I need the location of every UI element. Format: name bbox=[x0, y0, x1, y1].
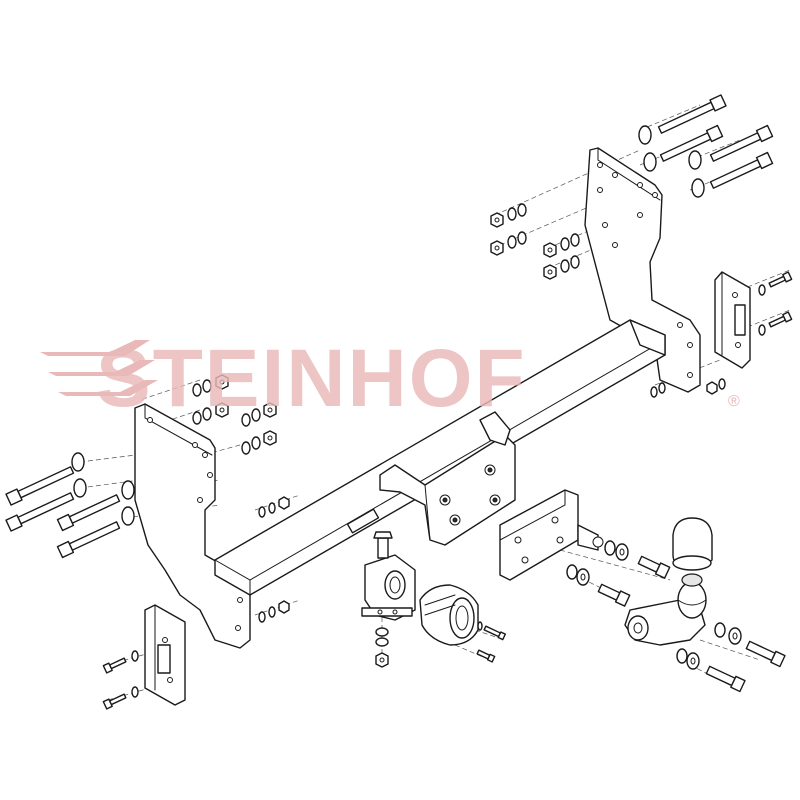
bolt-set-right-bracket bbox=[650, 271, 793, 398]
towball-fasteners bbox=[566, 540, 786, 693]
bolt-set-left-lower bbox=[102, 650, 139, 710]
long-bolt bbox=[659, 124, 724, 162]
tow-ball bbox=[624, 573, 707, 646]
main-cross-beam bbox=[214, 319, 666, 596]
washer bbox=[688, 150, 702, 170]
bolt-set-left bbox=[5, 452, 135, 559]
washer bbox=[691, 178, 705, 198]
socket-bracket bbox=[361, 531, 416, 621]
left-lower-bracket bbox=[144, 604, 186, 706]
socket-fasteners bbox=[375, 621, 507, 668]
centre-bracket bbox=[379, 411, 516, 546]
electrical-socket bbox=[419, 584, 479, 646]
bolt-set-top-right bbox=[638, 94, 774, 198]
towball-cover-cap bbox=[672, 517, 713, 571]
right-upper-bracket bbox=[714, 271, 751, 369]
towball-flange-plate bbox=[499, 489, 604, 581]
nut-set-top-right bbox=[490, 203, 580, 280]
washer bbox=[643, 152, 657, 172]
nut-set-left-upper bbox=[192, 374, 277, 455]
washer bbox=[638, 125, 652, 145]
long-bolt bbox=[709, 151, 774, 189]
nut-set-left-beam bbox=[258, 496, 290, 623]
long-bolt bbox=[709, 124, 774, 162]
long-bolt bbox=[657, 94, 727, 134]
